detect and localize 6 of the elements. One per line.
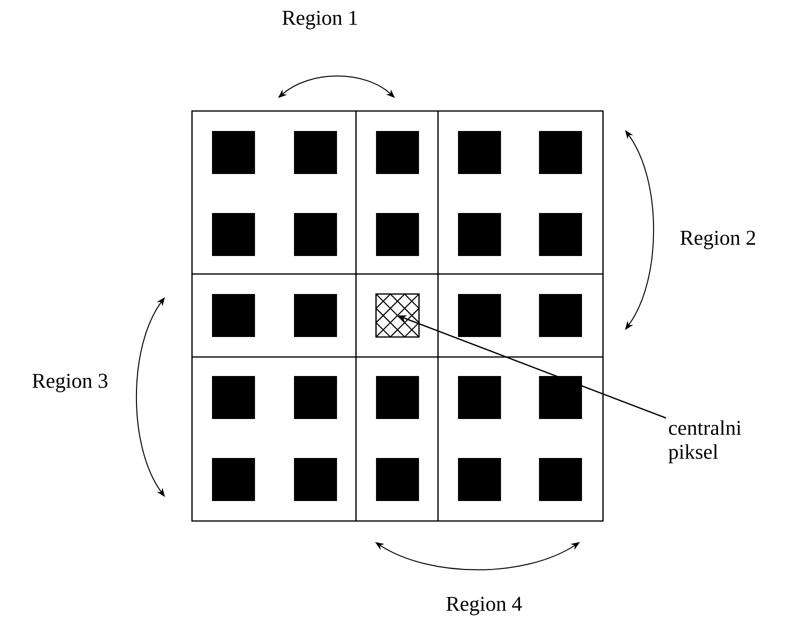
region-label: Region 3 xyxy=(32,374,108,392)
region-label: Region 4 xyxy=(446,596,522,616)
region-label: Region 1 xyxy=(282,10,357,30)
central-pixel xyxy=(375,293,420,338)
callout-text: centralni piksel xyxy=(668,420,742,464)
region-label: Region 2 xyxy=(680,230,756,250)
